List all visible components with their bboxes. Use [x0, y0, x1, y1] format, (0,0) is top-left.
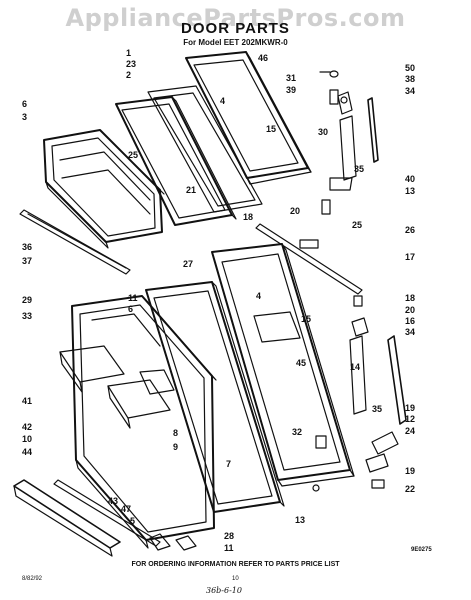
callout-13: 20: [290, 206, 301, 216]
handwritten-note: 36b-6-10: [206, 586, 242, 595]
callout-50: 50: [405, 63, 416, 73]
callout-42: 42: [22, 422, 33, 432]
callout-29: 29: [22, 295, 33, 305]
callout-26: 26: [405, 225, 416, 235]
callout-19: 19: [405, 403, 416, 413]
freezer-door-panel: [185, 51, 312, 185]
callout-30: 30: [318, 127, 329, 137]
callout-43: 43: [108, 496, 119, 506]
fresh-food-door-liner: [59, 295, 217, 549]
callout-9: 9: [173, 442, 179, 452]
callout-15b: 15: [301, 314, 312, 324]
callout-6: 6: [22, 99, 28, 109]
callout-23: 23: [126, 59, 137, 69]
ordering-note: FOR ORDERING INFORMATION REFER TO PARTS …: [131, 561, 340, 568]
callout-7: 7: [226, 459, 232, 469]
callout-16: 16: [405, 316, 416, 326]
model-subtitle: For Model EET 202MKWR-0: [183, 38, 288, 47]
callout-38: 38: [405, 74, 416, 84]
callout-4: 4: [220, 96, 226, 106]
callout-22: 22: [405, 484, 416, 494]
callout-14: 14: [350, 362, 361, 372]
callout-17: 17: [405, 252, 416, 262]
callout-34b: 34: [405, 327, 416, 337]
bottom-shelf-parts: [13, 479, 197, 557]
callout-21: 21: [186, 185, 197, 195]
fresh-food-door-panel: [211, 243, 355, 487]
callout-37: 37: [22, 256, 33, 266]
callout-41: 41: [22, 396, 33, 406]
date-code: 8/82/92: [22, 576, 43, 582]
callout-35: 35: [354, 164, 365, 174]
upper-hinge-parts: [319, 70, 379, 215]
callout-28: 28: [224, 531, 235, 541]
callout-8: 8: [173, 428, 179, 438]
callout-36: 36: [22, 242, 33, 252]
callout-35b: 35: [372, 404, 383, 414]
callout-6b: 6: [128, 304, 134, 314]
callout-12: 12: [405, 414, 416, 424]
callout-39: 39: [286, 85, 297, 95]
callout-31: 31: [286, 73, 297, 83]
page-number: 10: [232, 576, 239, 582]
callout-46: 46: [258, 53, 269, 63]
callout-44: 44: [22, 447, 33, 457]
freezer-shelf-bar: [19, 209, 131, 275]
callout-33: 33: [22, 311, 33, 321]
callout-19b: 19: [405, 466, 416, 476]
callout-10: 10: [22, 434, 33, 444]
freezer-door-liner: [43, 129, 165, 249]
callout-47: 47: [121, 504, 132, 514]
fresh-food-gasket: [145, 281, 285, 513]
callout-34: 34: [405, 86, 416, 96]
lower-hinge-parts: [312, 295, 407, 492]
watermark: AppliancePartsPros.com: [65, 4, 406, 32]
callout-20b: 20: [405, 305, 416, 315]
drawing-code: 9E0275: [411, 547, 432, 553]
callout-18: 25: [352, 220, 363, 230]
callout-11b: 11: [224, 543, 234, 553]
callout-25b: 18: [243, 212, 254, 222]
callout-1: 1: [126, 48, 132, 58]
callout-3: 3: [22, 112, 28, 122]
diagram-title: DOOR PARTS: [181, 20, 290, 37]
callout-40: 40: [405, 174, 416, 184]
callout-2: 2: [126, 70, 132, 80]
callout-20: 13: [405, 186, 416, 196]
callout-13b: 13: [295, 515, 306, 525]
callout-27: 27: [183, 259, 194, 269]
callout-11: 11: [128, 293, 138, 303]
callout-5: 5: [130, 516, 136, 526]
callout-24: 24: [405, 426, 416, 436]
callout-32: 32: [292, 427, 303, 437]
callout-45: 45: [296, 358, 307, 368]
callout-18b: 18: [405, 293, 416, 303]
handle-trim-bar: [255, 223, 363, 295]
callout-15: 15: [266, 124, 277, 134]
callout-4b: 4: [256, 291, 262, 301]
callout-25: 25: [128, 150, 139, 160]
freezer-inner-panel: [147, 85, 263, 213]
